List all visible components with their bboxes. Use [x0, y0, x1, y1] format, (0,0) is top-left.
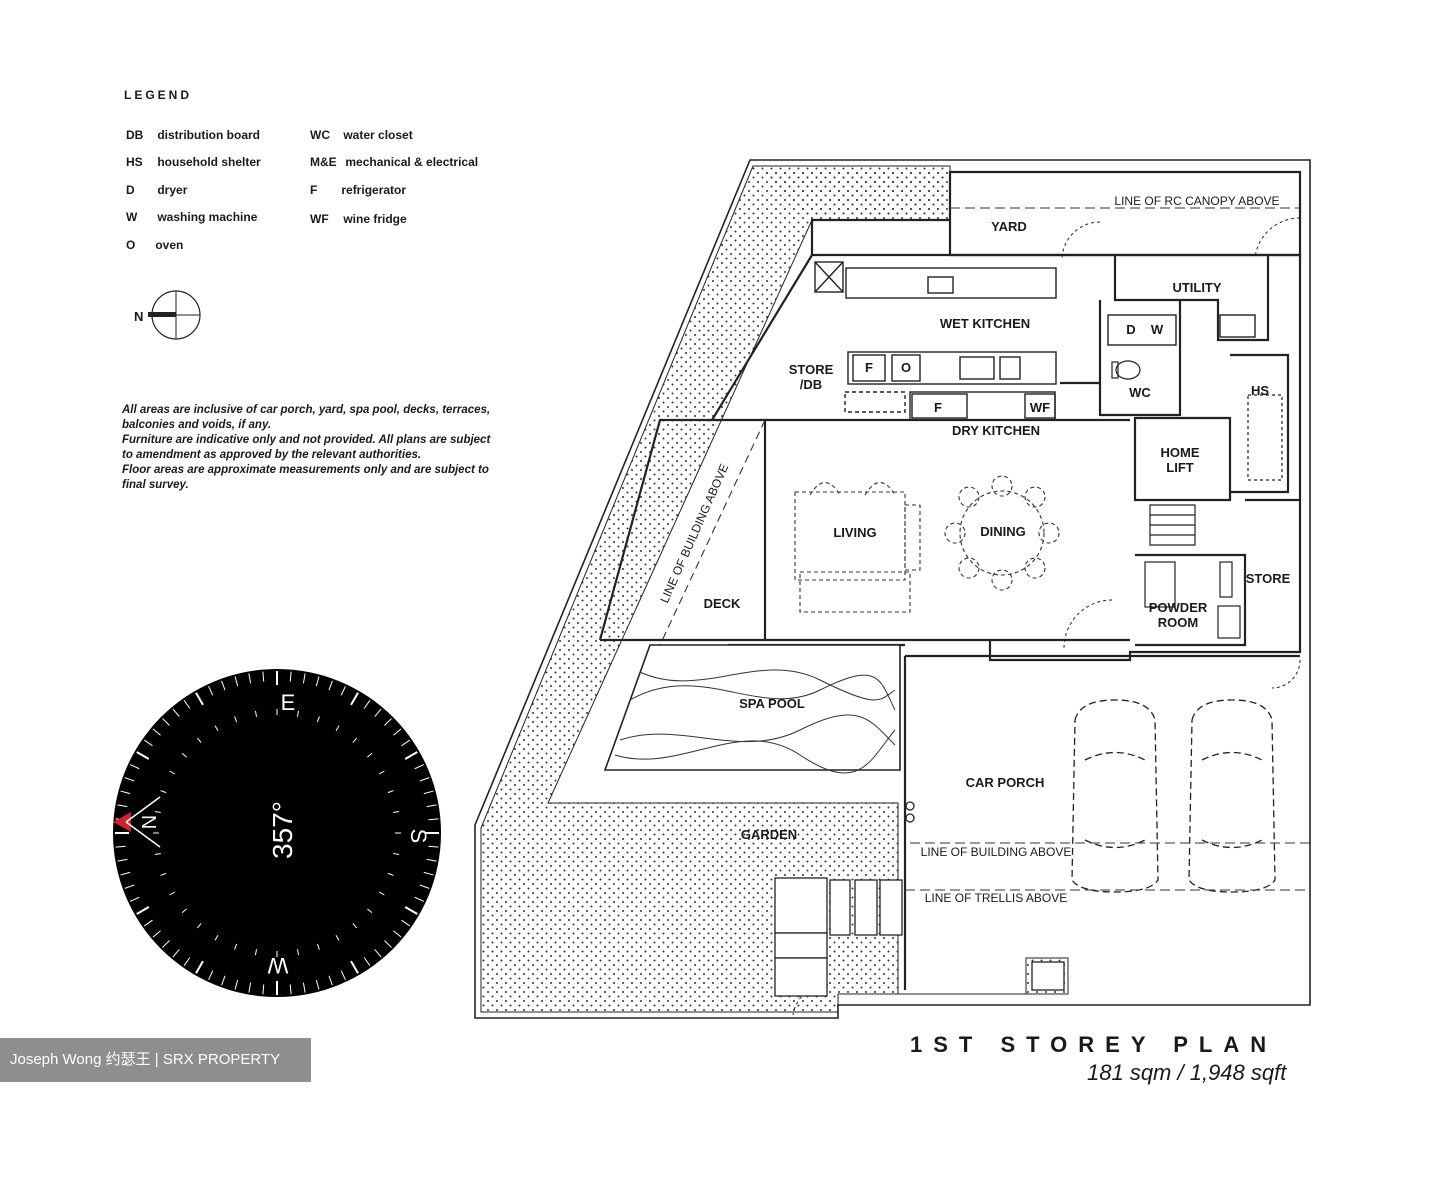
appliance-labels: D W F O F WF [865, 322, 1164, 415]
label-deck: DECK [704, 596, 741, 611]
watermark: Joseph Wong 约瑟王 | SRX PROPERTY [0, 1038, 311, 1082]
legend-item: F refrigerator [310, 183, 407, 197]
appliance-dryer: D [1126, 322, 1135, 337]
compass-pointer-icon [113, 812, 131, 832]
label-home-lift-2: LIFT [1166, 460, 1193, 475]
fixtures [1111, 360, 1283, 639]
garden-fixtures [774, 801, 1065, 997]
compass-widget: E S W N 357° [113, 669, 441, 997]
legend-item: D dryer [126, 183, 188, 197]
line-of-building-above-diagonal [659, 419, 766, 646]
legend-item: WF wine fridge [310, 212, 407, 226]
legend-item: M&E mechanical & electrical [310, 155, 479, 169]
spa-pool [603, 644, 901, 774]
label-car-porch: CAR PORCH [966, 775, 1045, 790]
appliance-oven: O [901, 360, 911, 375]
label-store: STORE [1246, 571, 1291, 586]
legend-item: WC water closet [310, 128, 413, 142]
compass-cardinal-e: E [281, 690, 296, 715]
north-arrow-icon: N [134, 290, 201, 340]
label-powder-room: POWDER [1149, 600, 1208, 615]
appliance-fridge-2: F [934, 400, 942, 415]
overhead-lines [905, 207, 1310, 891]
compass-cardinal-n: N [139, 815, 161, 829]
appliance-washer: W [1151, 322, 1164, 337]
legend-item: HS household shelter [126, 155, 261, 169]
label-hs: HS [1251, 383, 1269, 398]
label-wc: WC [1129, 385, 1151, 400]
appliance-wine-fridge: WF [1030, 400, 1050, 415]
label-spa-pool: SPA POOL [739, 696, 805, 711]
kitchen-counters [814, 261, 1256, 421]
label-garden: GARDEN [741, 827, 797, 842]
compass-cardinal-w: W [267, 953, 288, 978]
legend: DB distribution board HS household shelt… [126, 128, 526, 258]
label-store-db-2: /DB [800, 377, 822, 392]
label-powder-room-2: ROOM [1158, 615, 1198, 630]
label-wet-kitchen: WET KITCHEN [940, 316, 1030, 331]
legend-item: O oven [126, 238, 184, 252]
legend-title: LEGEND [124, 88, 193, 102]
north-marker-label: N [134, 309, 143, 324]
plan-title: 1ST STOREY PLAN [910, 1032, 1278, 1057]
label-yard: YARD [991, 219, 1027, 234]
label-dining: DINING [980, 524, 1026, 539]
compass-heading: 357° [267, 801, 298, 859]
label-living: LIVING [833, 525, 876, 540]
legend-item: DB distribution board [126, 128, 260, 142]
car-outlines [1071, 699, 1276, 893]
label-home-lift: HOME [1161, 445, 1200, 460]
label-dry-kitchen: DRY KITCHEN [952, 423, 1040, 438]
label-line-of-trellis: LINE OF TRELLIS ABOVE [925, 891, 1068, 905]
legend-item: W washing machine [126, 210, 258, 224]
label-line-of-building: LINE OF BUILDING ABOVE [921, 845, 1072, 859]
label-canopy: LINE OF RC CANOPY ABOVE [1114, 194, 1279, 208]
label-utility: UTILITY [1172, 280, 1221, 295]
disclaimer-notes: All areas are inclusive of car porch, ya… [122, 404, 491, 491]
furniture [794, 475, 1060, 613]
plan-area: 181 sqm / 1,948 sqft [1087, 1060, 1287, 1085]
compass-cardinal-s: S [406, 829, 431, 844]
label-store-db: STORE [789, 362, 834, 377]
appliance-fridge: F [865, 360, 873, 375]
